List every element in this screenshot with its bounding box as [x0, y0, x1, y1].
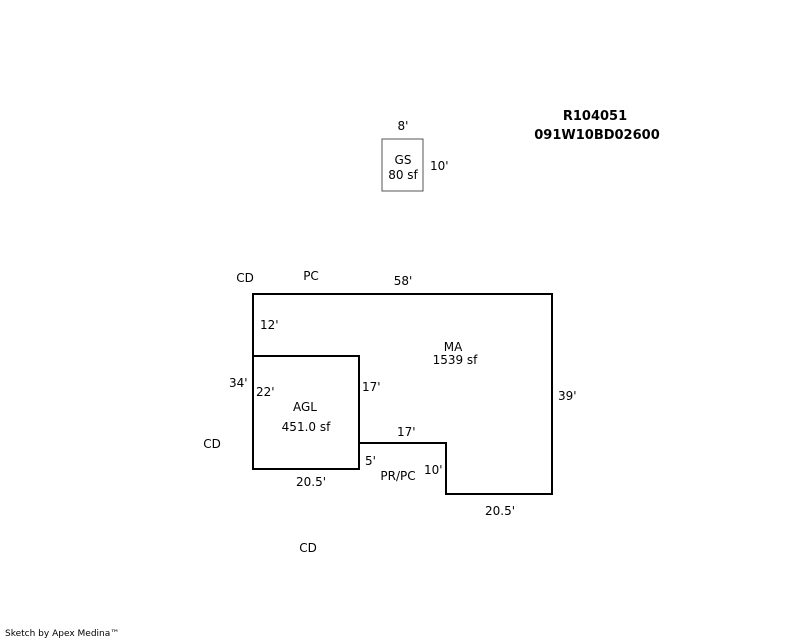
- agl-area: 451.0 sf: [282, 420, 331, 434]
- gs-area: 80 sf: [388, 168, 418, 182]
- map-number: 091W10BD02600: [534, 128, 660, 143]
- gs-code: GS: [395, 153, 412, 167]
- ma-inner-right-dimension: 17': [362, 380, 381, 394]
- ma-step-top-dimension: 17': [397, 425, 416, 439]
- gs-outline: [381, 138, 424, 192]
- agl-outline: [252, 355, 360, 470]
- ma-code: MA: [444, 340, 463, 354]
- agl-bottom-dimension: 20.5': [296, 475, 326, 489]
- pr-pc-label: PR/PC: [380, 469, 415, 483]
- ma-left-total-dimension: 34': [229, 376, 248, 390]
- ma-left-upper-dimension: 12': [260, 318, 279, 332]
- ma-right-dimension: 39': [558, 389, 577, 403]
- pc-top-label: PC: [303, 269, 319, 283]
- sketch-credit: Sketch by Apex Medina™: [5, 629, 119, 639]
- ma-top-dimension: 58': [394, 274, 413, 288]
- ma-step-down-dimension: 10': [424, 463, 443, 477]
- cd-left-label: CD: [203, 437, 221, 451]
- parcel-id: R104051: [563, 109, 627, 124]
- ma-step-left-dimension: 5': [365, 454, 376, 468]
- gs-top-dimension: 8': [398, 119, 409, 133]
- ma-area: 1539 sf: [433, 353, 479, 367]
- cd-bottom-label: CD: [299, 541, 317, 555]
- ma-outline: [252, 293, 553, 495]
- agl-left-dimension: 22': [256, 385, 275, 399]
- agl-code: AGL: [293, 400, 317, 414]
- gs-right-dimension: 10': [430, 159, 449, 173]
- ma-bottom-dimension: 20.5': [485, 504, 515, 518]
- cd-top-label: CD: [236, 271, 254, 285]
